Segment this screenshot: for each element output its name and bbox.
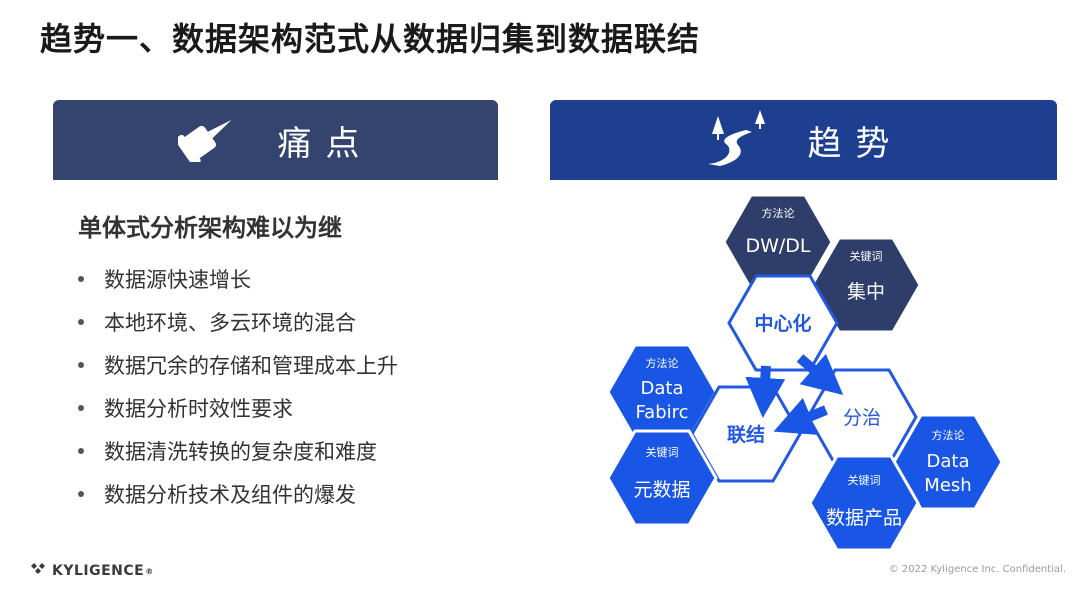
- product-label: 数据产品: [826, 507, 902, 529]
- pain-subtitle: 单体式分析架构难以为继: [78, 214, 342, 242]
- bullet-text: 数据分析技术及组件的爆发: [104, 482, 356, 507]
- dwdl-label: DW/DL: [745, 235, 810, 257]
- trend-header: 趋势: [550, 100, 1057, 180]
- bullet-text: 数据冗余的存储和管理成本上升: [104, 353, 398, 378]
- pain-header: 痛点: [53, 100, 498, 180]
- copyright-text: © 2022 Kyligence Inc. Confidential.: [888, 564, 1066, 575]
- bullet-text: 本地环境、多云环境的混合: [104, 310, 356, 335]
- product-tag: 关键词: [848, 473, 881, 487]
- pain-bullet-item: 本地环境、多云环境的混合: [78, 300, 398, 343]
- arrow-center-to-link: [745, 365, 786, 418]
- pain-bullet-item: 数据分析时效性要求: [78, 386, 398, 429]
- bullet-text: 数据分析时效性要求: [104, 396, 293, 421]
- jizhong-tag: 关键词: [850, 249, 883, 263]
- mesh-label-line1: Data: [927, 451, 970, 472]
- logo-text: KYLIGENCE: [52, 563, 145, 579]
- divide-label: 分治: [843, 407, 881, 429]
- fabric-label-line2: Fabirc: [635, 402, 688, 423]
- bullet-text: 数据清洗转换的复杂度和难度: [104, 439, 377, 464]
- meta-label: 元数据: [633, 479, 690, 501]
- pain-bullet-item: 数据源快速增长: [78, 257, 398, 300]
- bullet-dot-icon: [78, 275, 84, 282]
- mesh-tag: 方法论: [932, 428, 965, 442]
- bullet-dot-icon: [78, 404, 84, 411]
- bullet-text: 数据源快速增长: [104, 267, 251, 292]
- bullet-dot-icon: [78, 490, 84, 497]
- arrow-center-to-divide: [796, 353, 844, 396]
- pain-list-section: 单体式分析架构难以为继 数据源快速增长 本地环境、多云环境的混合 数据冗余的存储…: [78, 208, 398, 515]
- meta-tag: 关键词: [646, 445, 679, 459]
- diamond-icon: [30, 562, 46, 580]
- center-label: 中心化: [754, 312, 811, 335]
- fabric-label-line1: Data: [641, 378, 684, 399]
- page-title: 趋势一、数据架构范式从数据归集到数据联结: [40, 20, 701, 58]
- bullet-dot-icon: [78, 318, 84, 325]
- logo-registered-mark: ®: [145, 566, 154, 576]
- hex-meta: [606, 429, 718, 527]
- trend-header-label: 趋势: [807, 123, 904, 164]
- pain-header-label: 痛点: [277, 123, 374, 164]
- pushpin-icon: [174, 114, 244, 167]
- pain-bullet-item: 数据冗余的存储和管理成本上升: [78, 343, 398, 386]
- link-label: 联结: [727, 423, 765, 446]
- jizhong-label: 集中: [847, 281, 885, 303]
- dwdl-tag: 方法论: [762, 206, 795, 220]
- bullet-dot-icon: [78, 361, 84, 368]
- arrow-divide-to-link: [773, 397, 828, 435]
- fabric-tag: 方法论: [646, 356, 679, 370]
- pain-bullet-item: 数据清洗转换的复杂度和难度: [78, 429, 398, 472]
- kyligence-logo: KYLIGENCE ®: [30, 562, 154, 580]
- bullet-dot-icon: [78, 447, 84, 454]
- hex-product: [808, 454, 920, 552]
- pain-bullet-item: 数据分析技术及组件的爆发: [78, 472, 398, 515]
- pain-bullet-list: 数据源快速增长 本地环境、多云环境的混合 数据冗余的存储和管理成本上升 数据分析…: [78, 257, 398, 515]
- mesh-label-line2: Mesh: [924, 475, 971, 496]
- road-trees-icon: [704, 110, 774, 170]
